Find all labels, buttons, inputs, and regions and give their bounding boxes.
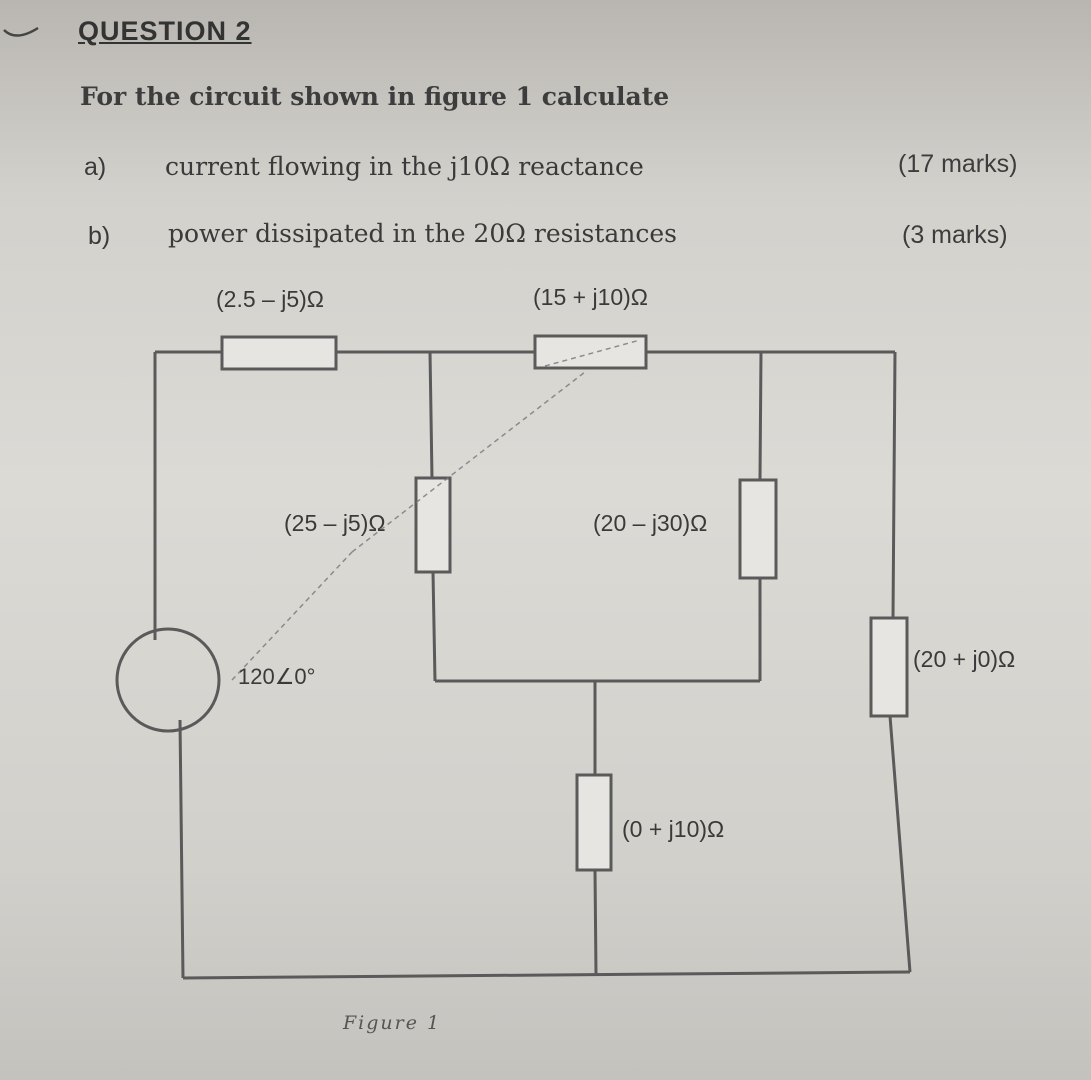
impedance-top-left-label: (2.5 – j5)Ω (216, 286, 324, 312)
impedance-bottom-label: (0 + j10)Ω (622, 816, 725, 842)
resistor-mid-left (414, 476, 452, 574)
wire-midleft-bottom (431, 571, 437, 682)
part-b-marks: (3 marks) (902, 221, 1008, 249)
resistor-top-right (533, 334, 648, 370)
source-label: 120∠0° (238, 664, 316, 689)
resistor-mid-right (738, 478, 778, 580)
impedance-top-right-label: (15 + j10)Ω (533, 284, 648, 310)
question-intro: For the circuit shown in figure 1 calcul… (80, 82, 670, 111)
part-a-letter: a) (84, 153, 107, 181)
pencil-line-upper (351, 371, 586, 553)
check-mark-icon (2, 24, 42, 44)
figure-caption: Figure 1 (343, 1012, 442, 1034)
part-b-text: power dissipated in the 20Ω resistances (168, 219, 677, 248)
part-b-letter: b) (88, 222, 111, 250)
impedance-far-right-label: (20 + j0)Ω (913, 646, 1016, 672)
impedance-mid-right-label: (20 – j30)Ω (593, 510, 708, 536)
wire-right-lower (888, 715, 912, 973)
wire-bottom (182, 970, 911, 980)
part-a-marks: (17 marks) (898, 150, 1018, 178)
resistor-bottom (575, 773, 613, 872)
wire-midright-top (758, 351, 763, 481)
pencil-line-top (544, 339, 641, 367)
question-title: QUESTION 2 (78, 16, 252, 46)
wire-right-upper (891, 351, 897, 619)
wire-left-lower (178, 719, 185, 979)
resistor-far-right (869, 616, 909, 718)
impedance-mid-left-label: (25 – j5)Ω (284, 510, 386, 536)
resistor-top-left (220, 335, 338, 371)
pencil-line-lower (231, 551, 353, 681)
voltage-source (115, 627, 221, 733)
wire-midleft-top (428, 351, 434, 479)
part-a-text: current flowing in the j10Ω reactance (165, 152, 644, 181)
wire-center-bottom (593, 869, 598, 976)
